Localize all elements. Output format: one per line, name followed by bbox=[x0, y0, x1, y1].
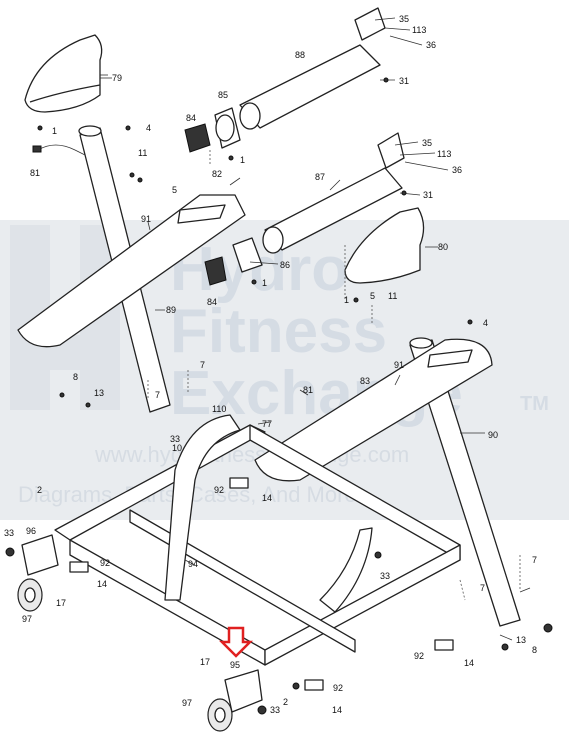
callout-113: 113 bbox=[437, 149, 451, 159]
callout-80: 80 bbox=[438, 242, 448, 252]
upper-crossbar-87 bbox=[262, 132, 405, 254]
callout-95: 95 bbox=[230, 660, 240, 670]
callout-84: 84 bbox=[186, 113, 196, 123]
pad-92-b bbox=[69, 561, 89, 573]
wheel-97-left bbox=[17, 578, 43, 612]
left-handrail-82 bbox=[17, 194, 246, 348]
callout-7: 7 bbox=[200, 360, 205, 370]
callout-96: 96 bbox=[26, 526, 36, 536]
callout-1: 1 bbox=[240, 155, 245, 165]
callout-92: 92 bbox=[214, 485, 224, 495]
hood-cover-80 bbox=[344, 207, 425, 284]
callout-2: 2 bbox=[283, 697, 288, 707]
callout-8: 8 bbox=[532, 645, 537, 655]
highlight-arrow-icon bbox=[218, 626, 254, 658]
callout-1: 1 bbox=[344, 295, 349, 305]
watermark-tm: TM bbox=[520, 393, 549, 415]
callout-89: 89 bbox=[166, 305, 176, 315]
callout-7: 7 bbox=[480, 583, 485, 593]
callout-88: 88 bbox=[295, 50, 305, 60]
watermark-url: www.hydrofitnessexchange.com bbox=[94, 442, 409, 467]
callout-8: 8 bbox=[73, 372, 78, 382]
callout-77: 77 bbox=[262, 419, 272, 429]
right-upright-tube-90 bbox=[409, 337, 521, 627]
pad-92-d bbox=[304, 679, 324, 691]
callout-82: 82 bbox=[212, 169, 222, 179]
callout-84: 84 bbox=[207, 297, 217, 307]
frame-support-right bbox=[319, 527, 373, 613]
callout-14: 14 bbox=[464, 658, 474, 668]
callout-91: 91 bbox=[394, 360, 404, 370]
grip-84-lower bbox=[204, 256, 227, 286]
callout-91: 91 bbox=[141, 214, 151, 224]
callout-31: 31 bbox=[423, 190, 433, 200]
hood-cover-79 bbox=[24, 34, 108, 113]
leader-lines bbox=[100, 17, 531, 641]
callout-36: 36 bbox=[426, 40, 436, 50]
callout-7: 7 bbox=[155, 390, 160, 400]
callout-110: 110 bbox=[212, 404, 226, 414]
callout-5: 5 bbox=[172, 185, 177, 195]
callout-92: 92 bbox=[100, 558, 110, 568]
callout-92: 92 bbox=[414, 651, 424, 661]
callout-13: 13 bbox=[94, 388, 104, 398]
callout-90: 90 bbox=[488, 430, 498, 440]
callout-14: 14 bbox=[332, 705, 342, 715]
callout-33: 33 bbox=[270, 705, 280, 715]
frame-support-110 bbox=[164, 414, 241, 601]
callout-79: 79 bbox=[112, 73, 122, 83]
callout-14: 14 bbox=[97, 579, 107, 589]
callout-1: 1 bbox=[52, 126, 57, 136]
callout-10: 10 bbox=[172, 443, 182, 453]
callout-97: 97 bbox=[22, 614, 32, 624]
callout-83: 83 bbox=[360, 376, 370, 386]
grip-84-upper bbox=[184, 123, 211, 153]
hardware-bolts bbox=[5, 77, 553, 715]
grip-85 bbox=[214, 107, 241, 149]
watermark-logo bbox=[10, 225, 120, 410]
callout-2: 2 bbox=[37, 485, 42, 495]
bracket-96 bbox=[21, 534, 59, 576]
callout-7: 7 bbox=[532, 555, 537, 565]
callout-113: 113 bbox=[412, 25, 426, 35]
callout-11: 11 bbox=[138, 148, 147, 158]
upper-crossbar-88 bbox=[239, 7, 386, 130]
callout-92: 92 bbox=[333, 683, 343, 693]
callout-labels: 79 1 4 81 11 5 88 35 113 36 31 84 85 1 8… bbox=[4, 14, 537, 715]
callout-17: 17 bbox=[56, 598, 66, 608]
callout-97: 97 bbox=[182, 698, 192, 708]
callout-81: 81 bbox=[30, 168, 40, 178]
callout-33: 33 bbox=[4, 528, 14, 538]
callout-85: 85 bbox=[218, 90, 228, 100]
callout-87: 87 bbox=[315, 172, 325, 182]
callout-5: 5 bbox=[370, 291, 375, 301]
console-wire-81 bbox=[32, 144, 86, 156]
grip-86 bbox=[232, 237, 263, 273]
callout-33: 33 bbox=[380, 571, 390, 581]
pad-92-a bbox=[229, 477, 249, 489]
callout-13: 13 bbox=[516, 635, 526, 645]
callout-14: 14 bbox=[262, 493, 272, 503]
callout-4: 4 bbox=[483, 318, 488, 328]
callout-11: 11 bbox=[388, 291, 397, 301]
callout-35: 35 bbox=[422, 138, 432, 148]
callout-4: 4 bbox=[146, 123, 151, 133]
callout-1: 1 bbox=[262, 278, 267, 288]
callout-81: 81 bbox=[303, 385, 313, 395]
pad-92-c bbox=[434, 639, 454, 651]
callout-86: 86 bbox=[280, 260, 290, 270]
callout-33: 33 bbox=[170, 434, 180, 444]
wheel-97-right bbox=[207, 698, 233, 732]
callout-31: 31 bbox=[399, 76, 409, 86]
bracket-95 bbox=[224, 669, 263, 713]
callout-35: 35 bbox=[399, 14, 409, 24]
watermark-line2: Fitness bbox=[170, 297, 387, 366]
callout-36: 36 bbox=[452, 165, 462, 175]
callout-17: 17 bbox=[200, 657, 210, 667]
right-handrail-83 bbox=[254, 338, 493, 482]
callout-94: 94 bbox=[188, 559, 198, 569]
